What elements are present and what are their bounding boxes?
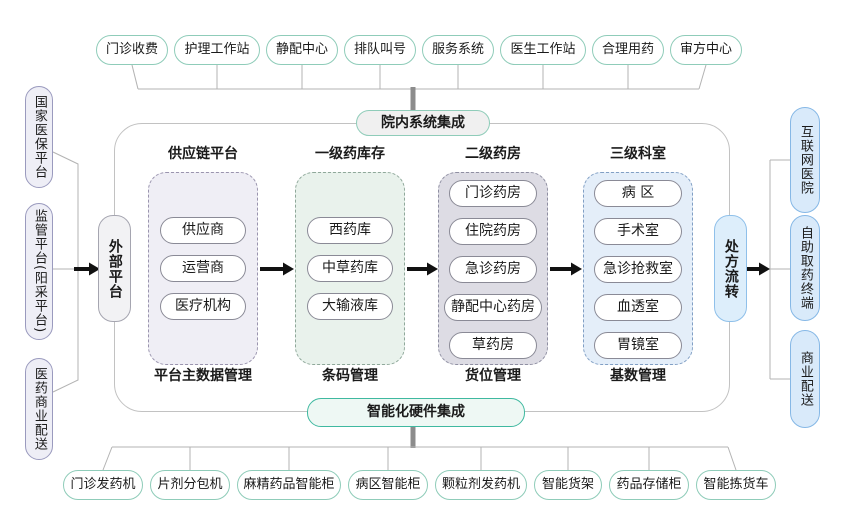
supply-chain-item-supplier: 供应商 [160,217,246,244]
column-department-header: 三级科室 [610,146,666,162]
left-platform-supervision: 监管平台(阳采平台) [25,203,53,340]
top-system-prescription-review: 审方中心 [670,35,742,65]
column-supply-chain-footer: 平台主数据管理 [154,368,252,384]
pharmacy-item-outpatient: 门诊药房 [449,180,537,207]
department-item-emergency-rescue: 急诊抢救室 [594,256,682,283]
hardware-integration-hub: 智能化硬件集成 [307,398,525,427]
bottom-fan-lines [102,427,737,471]
column-warehouse-footer: 条码管理 [322,368,378,384]
department-item-operating-room: 手术室 [594,218,682,245]
left-junction-lines [52,151,79,393]
hardware-smart-picking-cart: 智能拣货车 [696,470,776,500]
left-platform-national-insurance: 国家医保平台 [25,86,53,188]
warehouse-item-western-drug: 西药库 [307,217,393,244]
hardware-granule-dispenser: 颗粒剂发药机 [435,470,527,500]
pharmacy-item-herbal: 草药房 [449,332,537,359]
hardware-tablet-packager: 片剂分包机 [150,470,230,500]
top-system-nursing-station: 护理工作站 [174,35,260,65]
column-pharmacy-header: 二级药房 [465,146,521,162]
pharmacy-item-iv-center: 静配中心药房 [444,294,542,321]
column-warehouse-header: 一级药库存 [315,146,385,162]
warehouse-item-herbal-drug: 中草药库 [307,255,393,282]
column-supply-chain-header: 供应链平台 [168,146,238,162]
top-system-iv-center: 静配中心 [266,35,338,65]
hardware-ward-smart-cabinet: 病区智能柜 [348,470,428,500]
column-pharmacy-footer: 货位管理 [465,368,521,384]
in-hospital-integration-hub: 院内系统集成 [356,110,490,136]
hardware-smart-shelf: 智能货架 [534,470,602,500]
top-system-queue-calling: 排队叫号 [344,35,416,65]
right-terminal-commercial-delivery: 商业配送 [790,330,820,428]
hardware-outpatient-dispenser: 门诊发药机 [63,470,143,500]
prescription-flow-pill: 处方流转 [714,215,747,322]
pharmacy-item-inpatient: 住院药房 [449,218,537,245]
column-department-footer: 基数管理 [610,368,666,384]
top-system-service-system: 服务系统 [422,35,494,65]
supply-chain-item-operator: 运营商 [160,255,246,282]
external-platform-pill: 外部平台 [98,215,131,322]
department-item-ward: 病 区 [594,180,682,207]
warehouse-item-infusion: 大输液库 [307,293,393,320]
right-junction-lines [769,159,790,380]
top-system-rational-drug-use: 合理用药 [592,35,664,65]
department-item-hemodialysis: 血透室 [594,294,682,321]
hardware-narcotic-smart-cabinet: 麻精药品智能柜 [237,470,341,500]
supply-chain-item-medical-institution: 医疗机构 [160,293,246,320]
hardware-drug-storage-cabinet: 药品存储柜 [609,470,689,500]
left-platform-commercial-delivery: 医药商业配送 [25,358,53,460]
department-item-gastroscopy: 胃镜室 [594,332,682,359]
pharmacy-item-emergency: 急诊药房 [449,256,537,283]
top-system-doctor-station: 医生工作站 [500,35,586,65]
top-system-outpatient-billing: 门诊收费 [96,35,168,65]
top-fan-lines [131,64,707,111]
right-terminal-internet-hospital: 互联网医院 [790,107,820,213]
right-terminal-self-service-dispenser: 自助取药终端 [790,215,820,321]
